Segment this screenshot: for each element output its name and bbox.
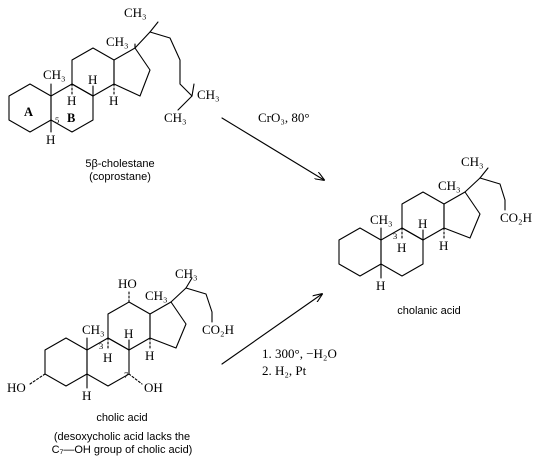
cholic-c3-label: 3 — [99, 341, 103, 351]
cholanic-ch3-19: CH₃ — [370, 212, 393, 227]
cholanic-h14: H — [439, 238, 448, 253]
cholic-ch3-19: CH₃ — [82, 322, 105, 337]
cholanic-ch3-21: CH₃ — [461, 154, 484, 169]
cholanic-cooh: CO₂H — [500, 210, 532, 225]
coprostane-alt-name: (coprostane) — [89, 171, 151, 183]
cholic-name: cholic acid — [96, 412, 147, 424]
cholanic-h5: H — [376, 278, 385, 293]
cholic-h9: H — [103, 350, 112, 365]
cholanic-name: cholanic acid — [397, 305, 461, 317]
coprostane-ch3-18: CH₃ — [106, 34, 129, 49]
coprostane-skeleton — [8, 21, 195, 133]
coprostane-h9: H — [67, 93, 76, 108]
coprostane-h8: H — [88, 72, 97, 87]
cholic-acid-skeleton — [29, 277, 213, 389]
cholanic-c3-label: 3 — [393, 231, 397, 241]
cholic-h5: H — [82, 388, 91, 403]
coprostane-ring-a-label: A — [24, 105, 33, 119]
coprostane-ch3-26: CH₃ — [197, 87, 220, 102]
coprostane-h5: H — [46, 132, 55, 147]
coprostane-ch3-19: CH₃ — [43, 67, 66, 82]
coprostane-c5-label: 5 — [55, 115, 59, 125]
cholanic-acid-structure: CH₃ CH₃ CH₃ 3 CO₂H H H H H cholanic acid — [338, 154, 532, 317]
step1-conditions: 1. 300°, −H₂O — [262, 346, 337, 361]
cholic-ho-3: HO — [7, 380, 26, 395]
coprostane-name: 5β-cholestane — [85, 158, 154, 170]
cholic-ch3-21: CH₃ — [175, 266, 198, 281]
cholic-h14: H — [145, 348, 154, 363]
cholic-note-line2: C₇—OH group of cholic acid) — [52, 444, 193, 456]
cholanic-h8: H — [418, 216, 427, 231]
cholic-ch3-18: CH₃ — [145, 288, 168, 303]
dehydration-hydrogenation-arrow — [221, 294, 322, 365]
step2-conditions: 2. H₂, Pt — [262, 363, 307, 378]
coprostane-ch3-27: CH₃ — [164, 110, 187, 125]
coprostane-ch3-21: CH₃ — [124, 5, 147, 20]
cholanic-acid-skeleton — [338, 167, 506, 279]
cholanic-ch3-18: CH₃ — [438, 178, 461, 193]
cholic-ho-12: HO — [118, 276, 137, 291]
coprostane-ring-b-label: B — [67, 111, 75, 125]
oxidation-arrow — [221, 117, 324, 180]
coprostane-structure: CH₃ CH₃ CH₃ CH₃ CH₃ H H H A B 5 H 5β-cho… — [8, 5, 220, 183]
cholic-oh-7: OH — [144, 380, 163, 395]
cholic-c7-label: 7 — [124, 370, 128, 380]
cholic-acid-structure: HO CH₃ CH₃ CH₃ 3 CO₂H H H H 7 HO OH H ch… — [7, 266, 234, 456]
cholic-cooh: CO₂H — [202, 322, 234, 337]
oxidation-conditions: CrO₃, 80° — [258, 110, 310, 125]
cholanic-h9: H — [397, 240, 406, 255]
cholic-h8: H — [124, 326, 133, 341]
cholic-note-line1: (desoxycholic acid lacks the — [54, 431, 190, 443]
coprostane-h14: H — [109, 93, 118, 108]
